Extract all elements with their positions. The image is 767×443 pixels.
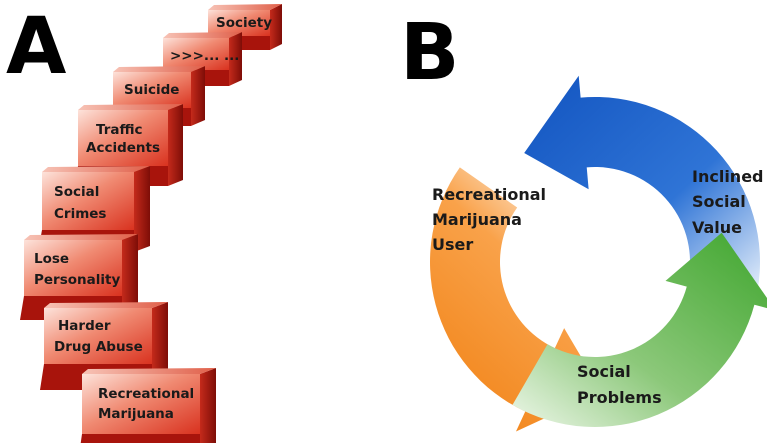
cycle-label-line: User xyxy=(432,235,473,254)
arrow-blue xyxy=(524,75,761,291)
domino-front xyxy=(163,38,229,70)
domino-front xyxy=(42,172,134,230)
cycle-label-line: Problems xyxy=(577,388,662,407)
domino-top xyxy=(163,32,242,38)
domino-side xyxy=(270,4,282,50)
domino-top xyxy=(82,368,216,374)
domino-label: Recreational xyxy=(98,386,194,402)
arrow-green xyxy=(512,232,767,427)
domino-label: Accidents xyxy=(86,140,160,156)
domino-top xyxy=(24,234,138,240)
domino-front xyxy=(82,374,200,434)
domino-label: >>>... ... xyxy=(170,48,239,64)
domino-front xyxy=(208,10,270,36)
domino-side xyxy=(200,368,216,443)
domino-top xyxy=(113,66,205,72)
domino-label: Lose xyxy=(34,251,69,267)
panel-a-label: A xyxy=(6,2,66,92)
cycle-label-line: Marijuana xyxy=(432,210,522,229)
domino-chain: Society >>>... ... SuicideTrafficAccidents… xyxy=(20,4,282,443)
domino-top xyxy=(42,166,150,172)
cycle-label-line: Value xyxy=(692,218,742,237)
domino-side xyxy=(229,32,242,86)
domino-top xyxy=(78,104,183,110)
cycle-label-line: Inclined xyxy=(692,167,764,186)
domino-label: Drug Abuse xyxy=(54,339,143,355)
domino-label: Crimes xyxy=(54,206,106,222)
domino-label: Suicide xyxy=(124,82,179,98)
domino-front xyxy=(78,110,168,166)
cycle-label-line: Social xyxy=(577,362,631,381)
domino-side xyxy=(134,166,150,252)
domino-label: Marijuana xyxy=(98,406,174,422)
domino-base xyxy=(80,434,200,443)
domino-label: Society xyxy=(216,15,272,31)
domino-side xyxy=(152,302,168,390)
domino-label: Personality xyxy=(34,272,120,288)
domino-side xyxy=(191,66,205,126)
domino-front xyxy=(44,308,152,364)
domino-front xyxy=(113,72,191,108)
domino-label: Harder xyxy=(58,318,111,334)
panel-b-label: B xyxy=(400,8,459,98)
domino-front xyxy=(24,240,122,296)
domino-side xyxy=(168,104,183,186)
domino-1: Society xyxy=(204,4,282,50)
cycle-label-line: Recreational xyxy=(432,185,546,204)
domino-label: Traffic xyxy=(96,122,143,138)
cycle-diagram: RecreationalMarijuanaUserInclinedSocialV… xyxy=(429,75,767,432)
cycle-label-line: Social xyxy=(692,192,746,211)
domino-side xyxy=(122,234,138,320)
domino-label: Social xyxy=(54,184,99,200)
domino-top xyxy=(208,4,282,10)
domino-top xyxy=(44,302,168,308)
